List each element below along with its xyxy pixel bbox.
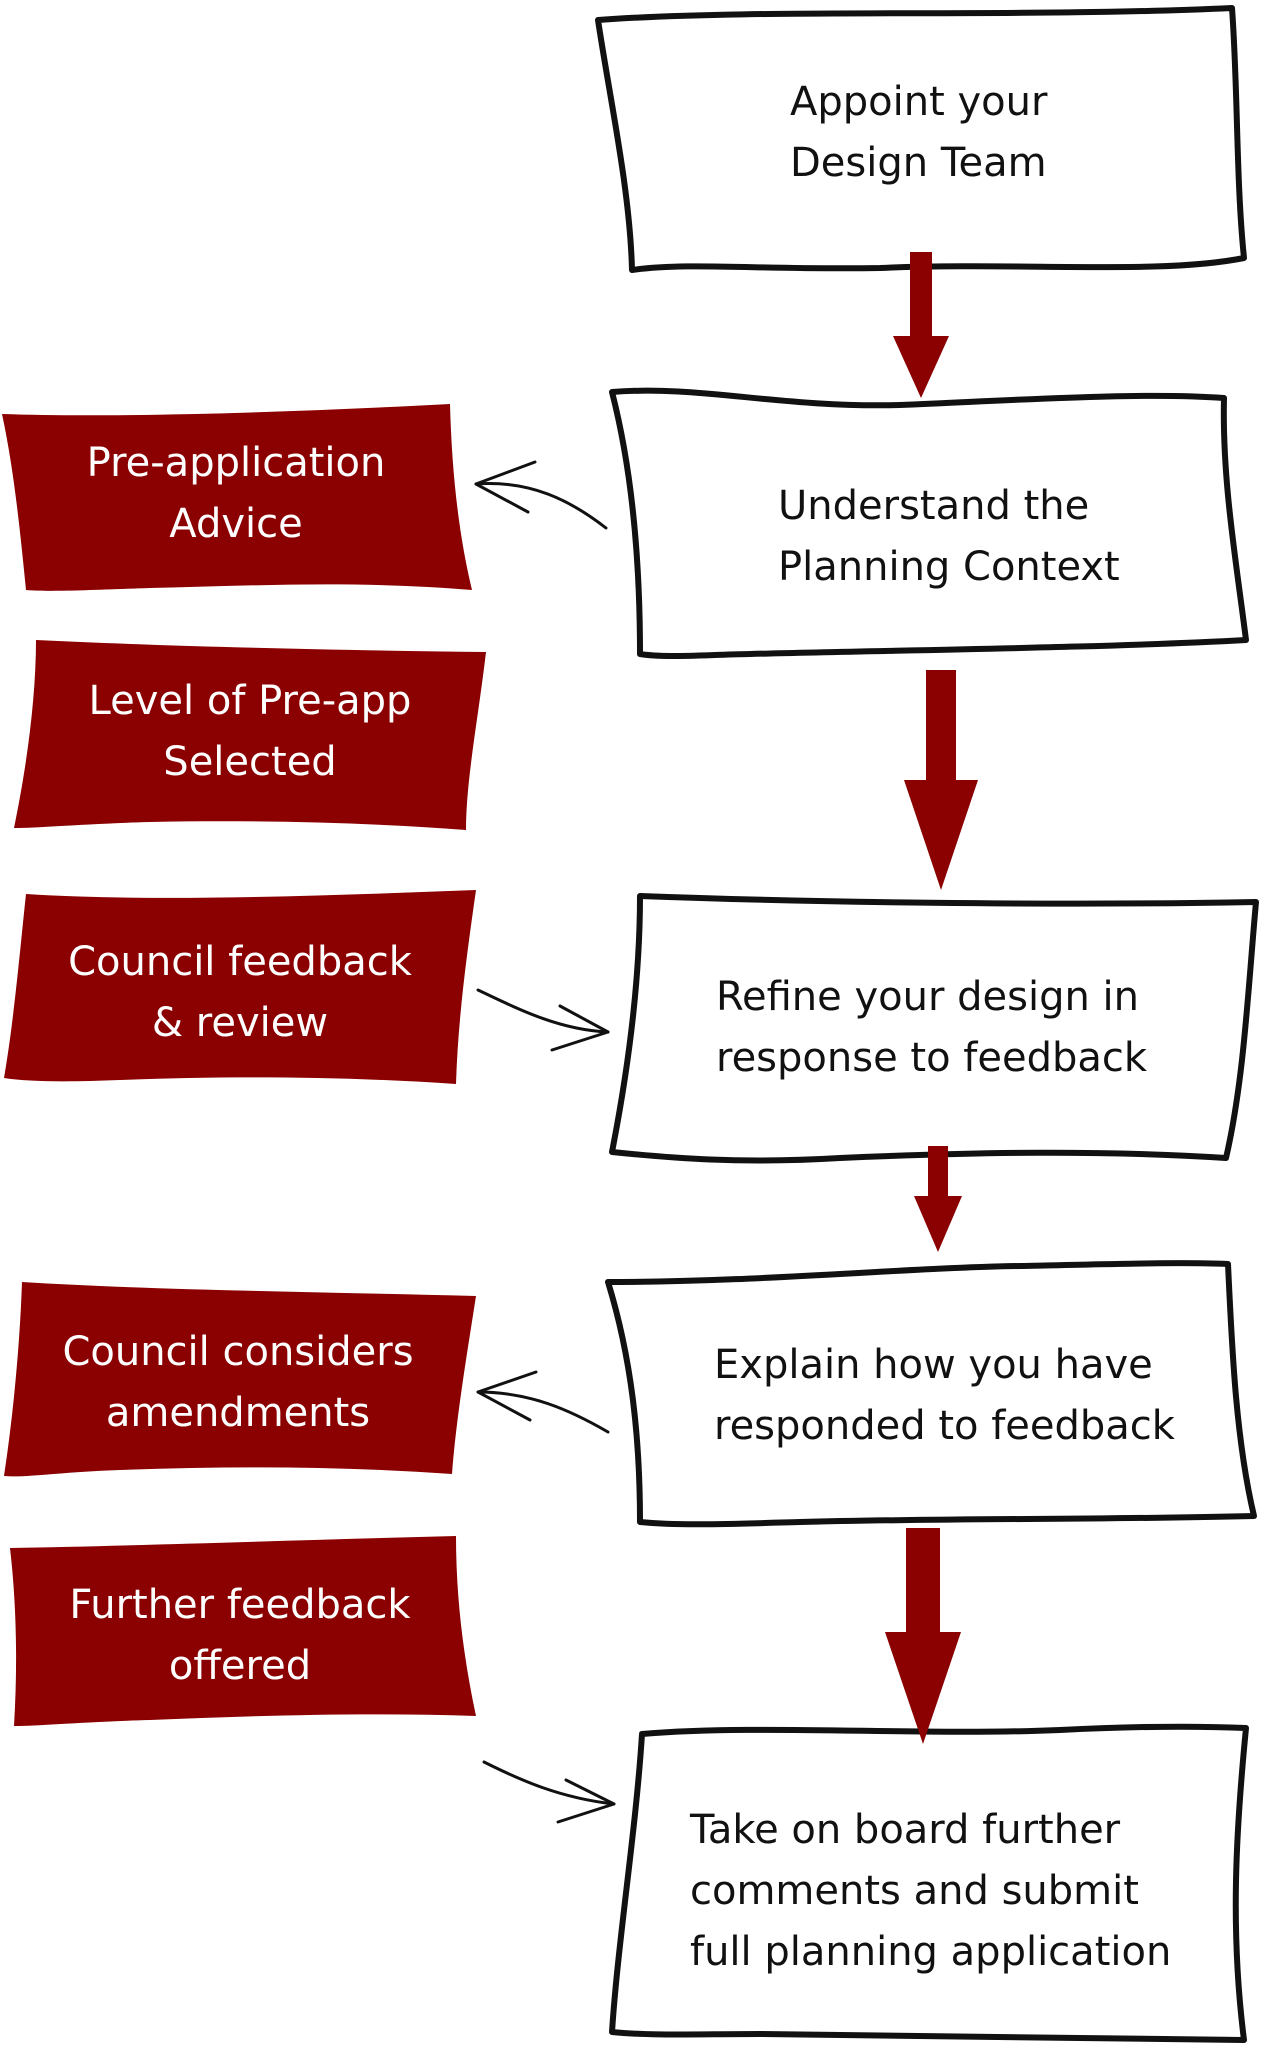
main-step-text-4: Explain how you have responded to feedba… xyxy=(714,1335,1175,1457)
council-step-box-2 xyxy=(14,640,486,830)
council-step-text-1: Pre-application Advice xyxy=(36,433,436,555)
council-step-text-2: Level of Pre-app Selected xyxy=(50,671,450,793)
council-step-4-line-1: Council considers xyxy=(62,1329,414,1375)
down-arrow-1 xyxy=(893,252,949,398)
main-step-5-line-1: Take on board further xyxy=(690,1807,1121,1853)
main-step-2-line-2: Planning Context xyxy=(778,544,1120,590)
connector-arrow-4 xyxy=(482,1760,616,1824)
council-step-3-line-1: Council feedback xyxy=(68,939,412,985)
connector-arrow-3 xyxy=(476,1370,610,1434)
council-step-text-4: Council considers amendments xyxy=(28,1322,448,1444)
council-step-2-line-1: Level of Pre-app xyxy=(88,678,412,724)
council-step-5-line-1: Further feedback xyxy=(69,1582,411,1628)
main-step-1-line-2: Design Team xyxy=(790,140,1047,186)
main-step-text-3: Refine your design in response to feedba… xyxy=(716,967,1147,1089)
council-step-3-line-2: & review xyxy=(151,1000,329,1046)
council-step-box-4 xyxy=(4,1282,476,1477)
down-arrow-3 xyxy=(914,1146,962,1252)
main-step-text-1: Appoint your Design Team xyxy=(790,72,1047,194)
main-step-box-5 xyxy=(609,1723,1249,2043)
council-step-text-5: Further feedback offered xyxy=(30,1575,450,1697)
main-step-box-1 xyxy=(595,5,1247,273)
main-step-text-2: Understand the Planning Context xyxy=(778,476,1120,598)
main-step-4-line-2: responded to feedback xyxy=(714,1403,1175,1449)
main-step-box-2 xyxy=(609,387,1249,660)
council-step-4-line-2: amendments xyxy=(105,1390,371,1436)
council-step-text-3: Council feedback & review xyxy=(30,932,450,1054)
down-arrow-2 xyxy=(904,670,978,890)
main-step-box-4 xyxy=(605,1260,1257,1528)
main-step-text-5: Take on board further comments and submi… xyxy=(690,1800,1171,1983)
council-step-5-line-2: offered xyxy=(168,1643,312,1689)
main-step-4-line-1: Explain how you have xyxy=(714,1342,1153,1388)
council-step-1-line-2: Advice xyxy=(169,501,303,547)
main-step-3-line-1: Refine your design in xyxy=(716,974,1140,1020)
connector-arrow-1 xyxy=(474,460,608,530)
council-step-1-line-1: Pre-application xyxy=(86,440,386,486)
council-step-box-5 xyxy=(10,1536,476,1726)
council-step-2-line-2: Selected xyxy=(163,739,337,785)
main-step-3-line-2: response to feedback xyxy=(716,1035,1148,1081)
connector-arrow-2 xyxy=(476,988,610,1052)
main-step-2-line-1: Understand the xyxy=(778,483,1090,529)
main-step-5-line-3: full planning application xyxy=(690,1929,1172,1975)
council-step-box-3 xyxy=(4,890,476,1084)
main-step-1-line-1: Appoint your xyxy=(790,79,1048,125)
down-arrow-4 xyxy=(885,1528,961,1744)
main-step-box-3 xyxy=(609,893,1259,1164)
council-step-box-1 xyxy=(2,404,472,591)
main-step-5-line-2: comments and submit xyxy=(690,1868,1139,1914)
